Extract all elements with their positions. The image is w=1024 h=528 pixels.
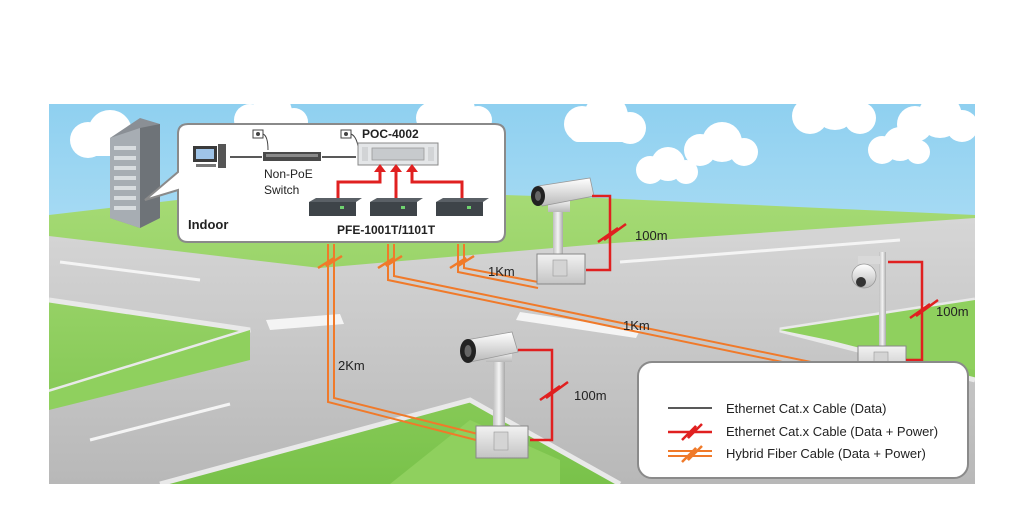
legend-item-data: Ethernet Cat.x Cable (Data) — [726, 401, 886, 416]
legend-swatch-poe — [668, 423, 712, 441]
legend: Ethernet Cat.x Cable (Data) Ethernet Cat… — [637, 361, 969, 479]
switch-icon — [263, 152, 321, 161]
fiber-cable-1km-top — [463, 244, 539, 283]
legend-item-poe: Ethernet Cat.x Cable (Data + Power) — [726, 424, 938, 439]
camera-pole — [879, 252, 886, 348]
fiber-cable-1km-right — [387, 244, 841, 375]
fiber-cable-2km — [327, 244, 477, 441]
distance-2km: 2Km — [338, 358, 365, 373]
indoor-label: Indoor — [188, 217, 228, 232]
poc-label: POC-4002 — [362, 127, 419, 141]
crosswalk — [266, 312, 640, 338]
outdoor-box-icon — [536, 253, 586, 285]
building-icon — [110, 118, 160, 228]
outdoor-box-icon — [475, 425, 529, 459]
distance-1km-right: 1Km — [623, 318, 650, 333]
cloud — [897, 104, 975, 142]
bullet-camera-icon — [531, 177, 595, 212]
fiber-cable-1km-top — [457, 244, 539, 289]
fiber-cable-1km-right — [393, 244, 841, 369]
cloud — [792, 104, 876, 134]
cloud — [564, 104, 646, 144]
power-plug-icon — [252, 129, 269, 151]
indoor-panel: Indoor Non-PoE Switch POC-4 — [144, 123, 506, 243]
switch-label-line2: Switch — [264, 183, 299, 197]
pfe-unit-icon — [309, 198, 362, 216]
legend-swatch-fiber — [668, 445, 712, 463]
poe-cables-indoor — [336, 170, 464, 198]
bullet-camera-icon — [460, 331, 519, 363]
distance-100m-right: 100m — [936, 304, 969, 319]
cloud — [636, 147, 698, 184]
distance-1km-top: 1Km — [488, 264, 515, 279]
poe-zigzag-marker — [909, 298, 939, 320]
curb — [159, 397, 622, 484]
poc-chassis-icon — [357, 142, 439, 166]
power-plug-icon — [340, 129, 359, 147]
pfe-unit-icon — [370, 198, 423, 216]
legend-item-fiber: Hybrid Fiber Cable (Data + Power) — [726, 446, 926, 461]
camera-bottom: 100m — [460, 331, 607, 459]
computer-icon — [193, 144, 226, 168]
cloud — [684, 122, 758, 166]
grass-patch — [780, 300, 975, 370]
grass-patch — [390, 420, 560, 484]
grass-patch — [49, 330, 250, 410]
legend-box — [637, 361, 969, 479]
fiber-cables — [327, 244, 841, 441]
arrowheads — [374, 164, 418, 172]
pfe-unit-icon — [436, 198, 489, 216]
poe-zigzag-marker — [597, 222, 627, 244]
distance-100m-top: 100m — [635, 228, 668, 243]
pfe-label: PFE-1001T/1101T — [337, 223, 436, 237]
poe-zigzag-marker — [539, 380, 569, 402]
fiber-cable-2km — [333, 244, 479, 435]
camera-pole — [493, 352, 505, 432]
distance-100m-bottom: 100m — [574, 388, 607, 403]
camera-pole — [553, 208, 563, 264]
fiber-zigzag-markers — [317, 254, 475, 270]
switch-label-line1: Non-PoE — [264, 167, 313, 181]
camera-top: 100m — [531, 177, 668, 285]
dome-camera-icon — [851, 256, 880, 289]
